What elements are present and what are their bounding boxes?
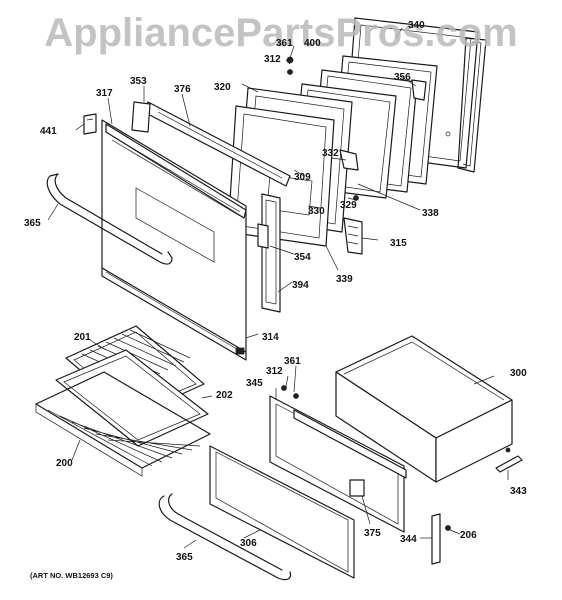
callout-339: 339 xyxy=(336,274,353,285)
callout-317: 317 xyxy=(96,88,113,99)
drawer-inner-panel-345 xyxy=(269,395,407,533)
callout-400: 400 xyxy=(304,38,321,49)
callout-314: 314 xyxy=(262,332,279,343)
drawer-glide-343 xyxy=(495,455,523,473)
callout-441: 441 xyxy=(40,126,57,137)
bracket-441 xyxy=(83,113,97,135)
callout-306: 306 xyxy=(240,538,257,549)
screws-312-361-top xyxy=(286,56,359,201)
callout-315: 315 xyxy=(390,238,407,249)
watermark-text: AppliancePartsPros.com xyxy=(44,11,518,55)
drawer-front-306 xyxy=(209,445,355,579)
callout-361-top: 361 xyxy=(276,38,293,49)
broiler-pan-202 xyxy=(55,349,209,447)
callout-320: 320 xyxy=(214,82,231,93)
callout-312-lower: 312 xyxy=(266,366,283,377)
callout-201: 201 xyxy=(74,332,91,343)
callout-labels: 340 361 400 312 356 353 376 320 317 441 … xyxy=(24,20,527,563)
callout-200: 200 xyxy=(56,458,73,469)
callout-206: 206 xyxy=(460,530,477,541)
callout-353: 353 xyxy=(130,76,147,87)
callout-300: 300 xyxy=(510,368,527,379)
callout-376: 376 xyxy=(174,84,191,95)
door-handle-365-upper xyxy=(46,173,173,265)
callout-394: 394 xyxy=(292,280,309,291)
callout-202: 202 xyxy=(216,390,233,401)
drawer-slide-344 xyxy=(431,513,441,565)
art-number: (ART NO. WB12693 C9) xyxy=(30,571,113,580)
callout-345: 345 xyxy=(246,378,263,389)
callout-330: 330 xyxy=(308,206,325,217)
callout-356: 356 xyxy=(394,72,411,83)
callout-354: 354 xyxy=(294,252,311,263)
callout-312-top: 312 xyxy=(264,54,281,65)
outer-door-317 xyxy=(101,119,247,355)
callout-338: 338 xyxy=(422,208,439,219)
callout-344: 344 xyxy=(400,534,417,545)
drawer-body-300 xyxy=(335,335,513,483)
callout-375: 375 xyxy=(364,528,381,539)
callout-365-upper: 365 xyxy=(24,218,41,229)
drawer-handle-365-lower xyxy=(158,493,292,581)
callout-343: 343 xyxy=(510,486,527,497)
handle-support-353 xyxy=(131,101,151,133)
callout-365-lower: 365 xyxy=(176,552,193,563)
leader-lines xyxy=(47,27,509,549)
door-gasket-400 xyxy=(457,37,487,173)
oven-rack-200 xyxy=(35,371,211,477)
side-bracket-315 xyxy=(339,149,363,255)
callout-329: 329 xyxy=(340,200,357,211)
screws-312-361-206-lower xyxy=(281,385,511,531)
hinge-bracket-356 xyxy=(411,79,427,101)
door-bottom-trim-314 xyxy=(101,267,247,361)
callout-340: 340 xyxy=(408,20,425,31)
callout-332: 332 xyxy=(322,148,339,159)
side-trim-394 xyxy=(257,193,281,313)
callout-361-lower: 361 xyxy=(284,356,301,367)
callout-309: 309 xyxy=(294,172,311,183)
